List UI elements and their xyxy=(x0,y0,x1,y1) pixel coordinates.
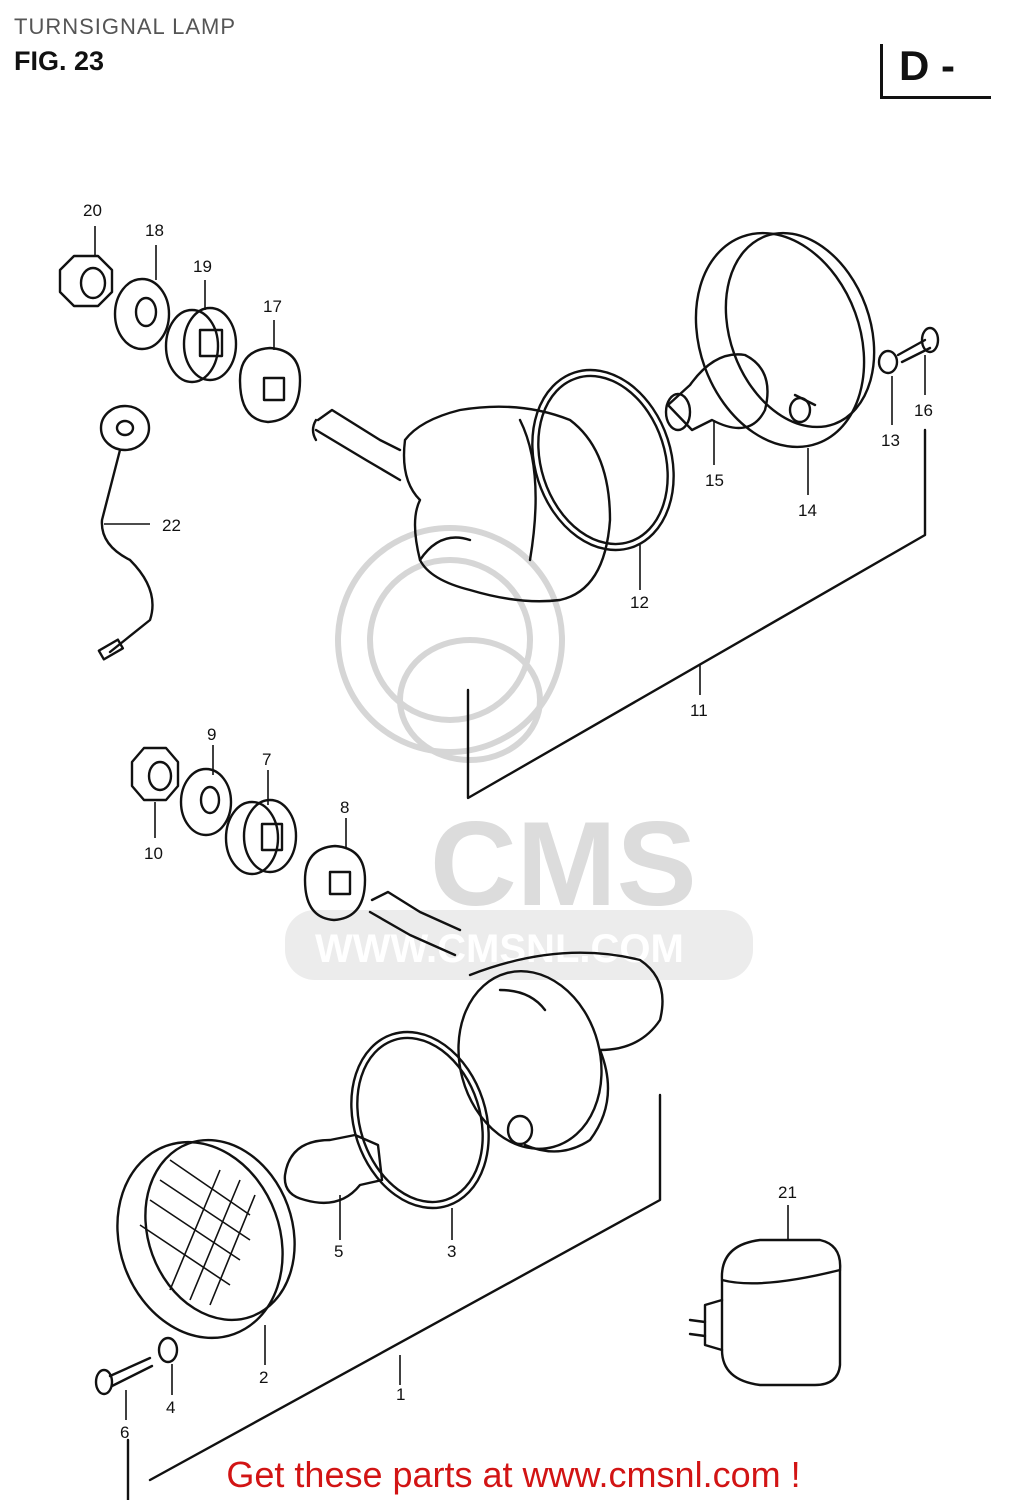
callout-12: 12 xyxy=(630,593,649,612)
watermark: CMS WWW.CMSNL.COM xyxy=(285,525,753,980)
part-8-cap xyxy=(303,818,367,922)
part-16-screw xyxy=(896,326,940,395)
callout-2: 2 xyxy=(259,1368,268,1387)
callout-19: 19 xyxy=(193,257,212,276)
callout-20: 20 xyxy=(83,201,102,220)
part-4-washer xyxy=(157,1336,179,1395)
callout-17: 17 xyxy=(263,297,282,316)
part-6-screw xyxy=(94,1356,154,1420)
callout-10: 10 xyxy=(144,844,163,863)
callout-11: 11 xyxy=(690,701,708,720)
callout-15: 15 xyxy=(705,471,724,490)
part-14-lens xyxy=(694,231,876,495)
part-18-washer xyxy=(113,245,171,351)
callout-13: 13 xyxy=(881,431,900,450)
part-19-grommet xyxy=(164,280,238,384)
part-22-wire xyxy=(97,404,154,661)
part-3-gasket xyxy=(350,1030,490,1240)
variant-box: D - xyxy=(880,42,991,99)
bracket-1 xyxy=(126,1093,662,1500)
footer-link[interactable]: Get these parts at www.cmsnl.com ! xyxy=(226,1454,801,1495)
callout-labels: 20 18 19 17 22 16 13 15 14 12 11 9 7 8 1… xyxy=(83,201,933,1442)
part-12-gasket xyxy=(531,368,675,590)
page-title: TURNSIGNAL LAMP xyxy=(14,14,237,39)
part-20-nut xyxy=(58,226,114,308)
part-5-bulb xyxy=(283,1133,384,1240)
watermark-banner xyxy=(285,910,753,980)
part-11-housing xyxy=(311,405,612,603)
callout-3: 3 xyxy=(447,1242,456,1261)
callout-1: 1 xyxy=(396,1385,405,1404)
callout-5: 5 xyxy=(334,1242,343,1261)
callout-21: 21 xyxy=(778,1183,797,1202)
part-1-housing xyxy=(368,890,664,1153)
callout-6: 6 xyxy=(120,1423,129,1442)
part-7-grommet xyxy=(224,770,298,876)
callout-16: 16 xyxy=(914,401,933,420)
watermark-brand: CMS xyxy=(430,797,697,931)
figure-number: FIG. 23 xyxy=(14,46,105,76)
part-9-washer xyxy=(179,745,233,837)
callout-9: 9 xyxy=(207,725,216,744)
variant-label: D - xyxy=(899,42,955,89)
callout-22: 22 xyxy=(162,516,181,535)
part-15-bulb xyxy=(664,353,769,465)
part-13-washer xyxy=(877,349,899,425)
part-21-relay xyxy=(688,1205,842,1387)
part-2-lens xyxy=(116,1138,296,1365)
callout-4: 4 xyxy=(166,1398,175,1417)
watermark-url: WWW.CMSNL.COM xyxy=(315,927,684,971)
callout-8: 8 xyxy=(340,798,349,817)
part-10-nut xyxy=(130,746,180,838)
part-17-cap xyxy=(238,320,302,424)
bracket-11 xyxy=(466,428,927,800)
callout-18: 18 xyxy=(145,221,164,240)
callout-7: 7 xyxy=(262,750,271,769)
callout-14: 14 xyxy=(798,501,817,520)
